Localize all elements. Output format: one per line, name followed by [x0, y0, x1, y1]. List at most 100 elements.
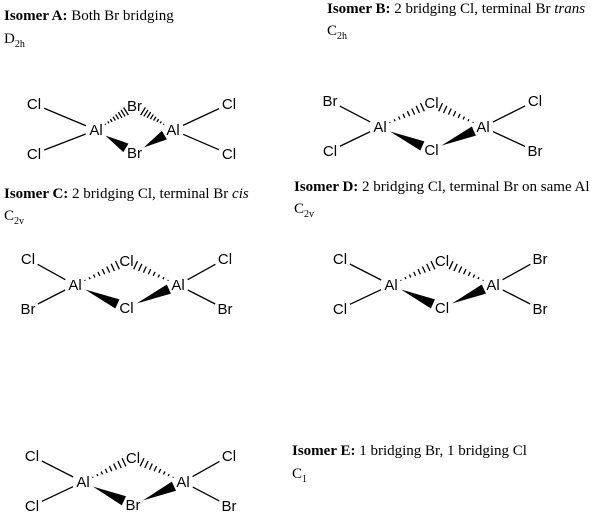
- point-group-symbol: C: [327, 23, 338, 39]
- terminal-bond: [187, 263, 216, 281]
- hashed-bond: [438, 102, 474, 124]
- hashed-bond: [400, 260, 436, 282]
- hashed-bond: [448, 260, 484, 282]
- isomer-label: Isomer B:: [327, 1, 391, 17]
- wedge-bond: [136, 284, 171, 304]
- atom-al1: Al: [89, 122, 102, 139]
- hashed-bond: [133, 260, 169, 282]
- atom-t-right-bottom: Cl: [222, 146, 236, 163]
- isomer-caption: Isomer C: 2 bridging Cl, terminal Br cis: [4, 186, 249, 203]
- terminal-bond: [339, 131, 371, 147]
- terminal-bond: [502, 289, 531, 305]
- atom-bridge-top: Cl: [424, 95, 438, 112]
- atom-bridge-top: Cl: [435, 253, 449, 270]
- terminal-bond: [502, 263, 531, 281]
- terminal-bond: [349, 289, 382, 305]
- atom-al2: Al: [166, 122, 179, 139]
- atom-t-right-top: Cl: [222, 96, 236, 113]
- hashed-bond: [140, 107, 165, 125]
- terminal-bond: [492, 131, 526, 147]
- point-group-symbol: C: [292, 466, 303, 482]
- atom-bridge-bottom: Br: [127, 145, 142, 162]
- point-group-symbol: C: [4, 208, 15, 224]
- atom-t-left-top: Cl: [333, 251, 347, 268]
- point-group: C2v: [294, 201, 314, 220]
- atom-t-left-top: Br: [323, 93, 338, 110]
- atom-al1: Al: [384, 277, 397, 294]
- atom-t-left-bottom: Br: [21, 301, 36, 318]
- atom-al1: Al: [68, 277, 81, 294]
- wedge-bond: [401, 289, 435, 309]
- atom-t-left-bottom: Cl: [27, 146, 41, 163]
- isomer-description: 2 bridging Cl, terminal Br: [72, 186, 233, 202]
- atom-t-left-bottom: Cl: [333, 301, 347, 318]
- isomer-description-italic: cis: [232, 186, 249, 202]
- atom-t-left-bottom: Cl: [25, 498, 39, 515]
- wedge-bond: [441, 126, 476, 146]
- isomer-description-italic: trans: [554, 1, 586, 17]
- atom-al2: Al: [486, 277, 499, 294]
- atom-al1: Al: [76, 474, 89, 491]
- point-group: D2h: [4, 31, 25, 50]
- atom-t-left-top: Cl: [21, 251, 35, 268]
- atom-al1: Al: [373, 119, 386, 136]
- terminal-bond: [182, 108, 220, 126]
- terminal-bond: [43, 107, 87, 127]
- atom-bridge-bottom: Cl: [119, 300, 133, 317]
- atom-t-right-top: Cl: [528, 93, 542, 110]
- terminal-bond: [187, 289, 216, 305]
- isomer-label: Isomer E:: [292, 443, 356, 459]
- hashed-bond: [389, 102, 425, 124]
- atom-bridge-top: Cl: [126, 450, 140, 467]
- terminal-bond: [192, 486, 220, 502]
- wedge-bond: [92, 486, 127, 506]
- wedge-bond: [143, 130, 167, 148]
- hashed-bond: [92, 457, 127, 478]
- point-group-symbol: D: [4, 31, 15, 47]
- point-group-subscript: 2h: [14, 39, 25, 50]
- hashed-bond: [104, 107, 129, 125]
- point-group: C2v: [4, 208, 24, 227]
- atom-al2: Al: [476, 119, 489, 136]
- isomer-caption: Isomer B: 2 bridging Cl, terminal Br tra…: [327, 1, 585, 18]
- point-group-subscript: 2v: [304, 209, 315, 220]
- atom-t-right-top: Br: [533, 251, 548, 268]
- hashed-bond: [84, 260, 120, 282]
- atom-bridge-bottom: Cl: [435, 300, 449, 317]
- hashed-bond: [139, 457, 174, 478]
- atom-bridge-bottom: Br: [126, 497, 141, 514]
- atom-t-right-bottom: Br: [528, 143, 543, 160]
- isomer-caption: Isomer E: 1 bridging Br, 1 bridging Cl: [292, 443, 527, 460]
- isomer-caption: Isomer D: 2 bridging Cl, terminal Br on …: [294, 179, 590, 196]
- point-group-symbol: C: [294, 201, 305, 217]
- wedge-bond: [142, 481, 177, 501]
- terminal-bond: [37, 263, 66, 281]
- terminal-bond: [339, 105, 371, 123]
- terminal-bond: [349, 263, 382, 281]
- isomer-caption: Isomer A: Both Br bridging: [4, 8, 174, 25]
- atom-al2: Al: [176, 474, 189, 491]
- isomer-description: 2 bridging Cl, terminal Br: [394, 1, 555, 17]
- atom-t-left-top: Cl: [27, 96, 41, 113]
- atom-bridge-top: Cl: [119, 253, 133, 270]
- isomer-description: 1 bridging Br, 1 bridging Cl: [359, 443, 527, 459]
- isomer-label: Isomer C:: [4, 186, 69, 202]
- terminal-bond: [41, 460, 74, 478]
- terminal-bond: [41, 486, 74, 502]
- point-group: C2h: [327, 23, 347, 42]
- wedge-bond: [85, 289, 120, 309]
- atom-t-left-bottom: Cl: [323, 143, 337, 160]
- wedge-bond: [390, 131, 425, 151]
- atom-bridge-bottom: Cl: [424, 142, 438, 159]
- atom-t-left-top: Cl: [25, 448, 39, 465]
- atom-bridge-top: Br: [127, 98, 142, 115]
- atom-al2: Al: [171, 277, 184, 294]
- wedge-bond: [105, 135, 129, 153]
